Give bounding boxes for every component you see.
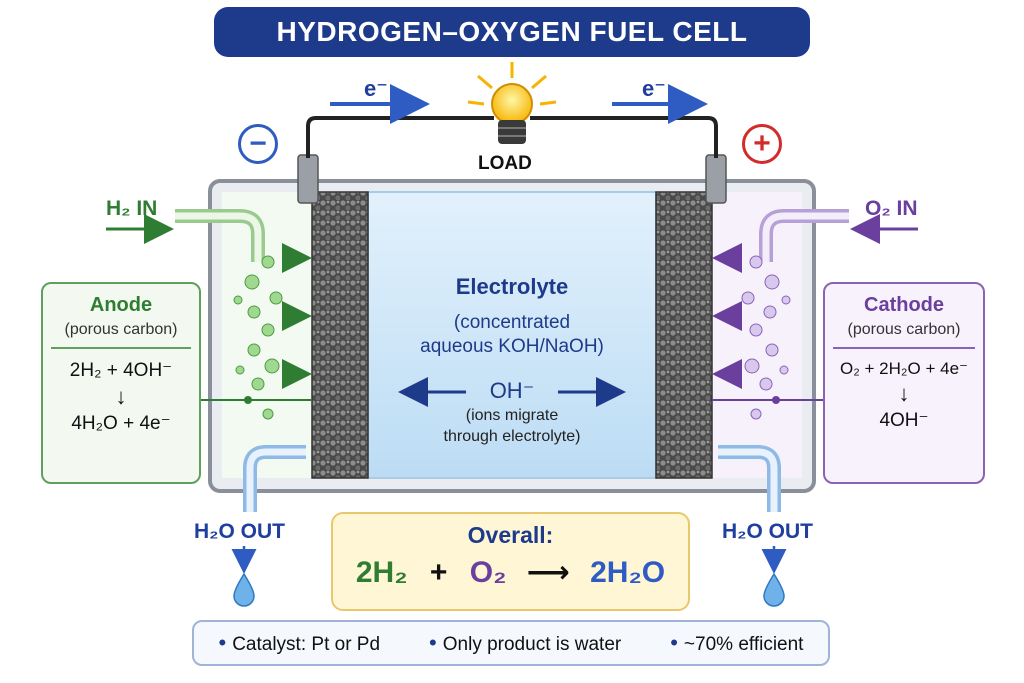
electron-label-left: e⁻: [364, 76, 388, 101]
h2-in-label: H₂ IN: [106, 197, 158, 220]
negative-sign: −: [249, 127, 267, 160]
overall-term-hydrogen: 2H₂: [355, 556, 408, 589]
overall-arrow: ⟶: [526, 556, 570, 589]
info-item: •Catalyst: Pt or Pd: [219, 630, 381, 656]
electrolyte-title: Electrolyte: [455, 274, 569, 299]
overall-equation: 2H₂ + O₂ ⟶ 2H₂O: [333, 555, 688, 590]
info-item: •~70% efficient: [670, 630, 803, 656]
ion-note-line1: (ions migrate: [465, 407, 559, 424]
anode-electrode: [311, 191, 369, 479]
external-circuit-wire: [306, 116, 718, 158]
ion-migration-note: (ions migrate through electrolyte): [378, 406, 646, 448]
electrolyte-chamber: [367, 191, 657, 479]
overall-product-water: 2H₂O: [590, 556, 666, 589]
anode-reactants: 2H₂ + 4OH⁻: [69, 360, 173, 381]
info-item-text: Only product is water: [442, 634, 622, 655]
cathode-reaction-box: Cathode (porous carbon) O₂ + 2H₂O + 4e⁻ …: [823, 282, 985, 484]
electron-label-right: e⁻: [642, 76, 666, 101]
cathode-electrode: [655, 191, 713, 479]
anode-title: Anode: [89, 294, 153, 316]
page-title: HYDROGEN–OXYGEN FUEL CELL: [276, 16, 748, 47]
bullet-icon: •: [429, 630, 437, 655]
anode-reaction-arrow: ↓: [115, 384, 127, 409]
overall-reaction-box: Overall: 2H₂ + O₂ ⟶ 2H₂O: [331, 512, 690, 611]
positive-sign: +: [753, 127, 771, 160]
title-banner: HYDROGEN–OXYGEN FUEL CELL: [214, 7, 810, 57]
negative-terminal-icon: −: [238, 124, 278, 164]
info-item-text: Catalyst: Pt or Pd: [232, 634, 381, 655]
bullet-icon: •: [670, 630, 678, 655]
cathode-divider: [833, 347, 975, 349]
anode-products: 4H₂O + 4e⁻: [71, 413, 171, 434]
h2o-out-label-left: H₂O OUT: [194, 520, 285, 543]
anode-reaction-box: Anode (porous carbon) 2H₂ + 4OH⁻ ↓ 4H₂O …: [41, 282, 201, 484]
positive-terminal-icon: +: [742, 124, 782, 164]
electrolyte-subtitle: (concentrated aqueous KOH/NaOH): [378, 311, 646, 359]
info-item-text: ~70% efficient: [683, 634, 804, 655]
cathode-title: Cathode: [864, 294, 944, 316]
ion-note-line2: through electrolyte): [443, 427, 581, 445]
cathode-reactants: O₂ + 2H₂O + 4e⁻: [839, 359, 968, 378]
o2-in-label: O₂ IN: [865, 197, 918, 220]
info-bar: •Catalyst: Pt or Pd •Only product is wat…: [192, 620, 830, 666]
h2-gas-bubbles: [233, 255, 283, 420]
o2-diffusion-arrows: [712, 243, 742, 389]
cathode-products: 4OH⁻: [879, 410, 929, 431]
hydroxide-ion-label: OH⁻: [489, 378, 535, 403]
electrolyte-subtitle-line1: (concentrated: [453, 312, 571, 333]
anode-subtitle: (porous carbon): [64, 321, 178, 338]
water-drop-icon-right: [763, 572, 785, 607]
overall-title: Overall:: [467, 522, 554, 548]
o2-gas-bubbles: [741, 255, 791, 420]
anode-divider: [51, 347, 191, 349]
cathode-reaction-arrow: ↓: [898, 381, 910, 406]
bullet-icon: •: [218, 630, 227, 655]
water-drop-icon-left: [233, 572, 255, 607]
electrolyte-subtitle-line2: aqueous KOH/NaOH): [420, 335, 604, 357]
load-label: LOAD: [478, 153, 532, 174]
overall-plus: +: [429, 556, 448, 589]
anode-terminal-post: [297, 154, 319, 204]
h2o-out-label-right: H₂O OUT: [722, 520, 813, 543]
cathode-subtitle: (porous carbon): [847, 321, 961, 338]
overall-term-oxygen: O₂: [469, 556, 507, 589]
cathode-terminal-post: [705, 154, 727, 204]
h2-diffusion-arrows: [282, 243, 312, 389]
info-item: •Only product is water: [429, 630, 621, 656]
lightbulb-icon: [467, 62, 557, 144]
